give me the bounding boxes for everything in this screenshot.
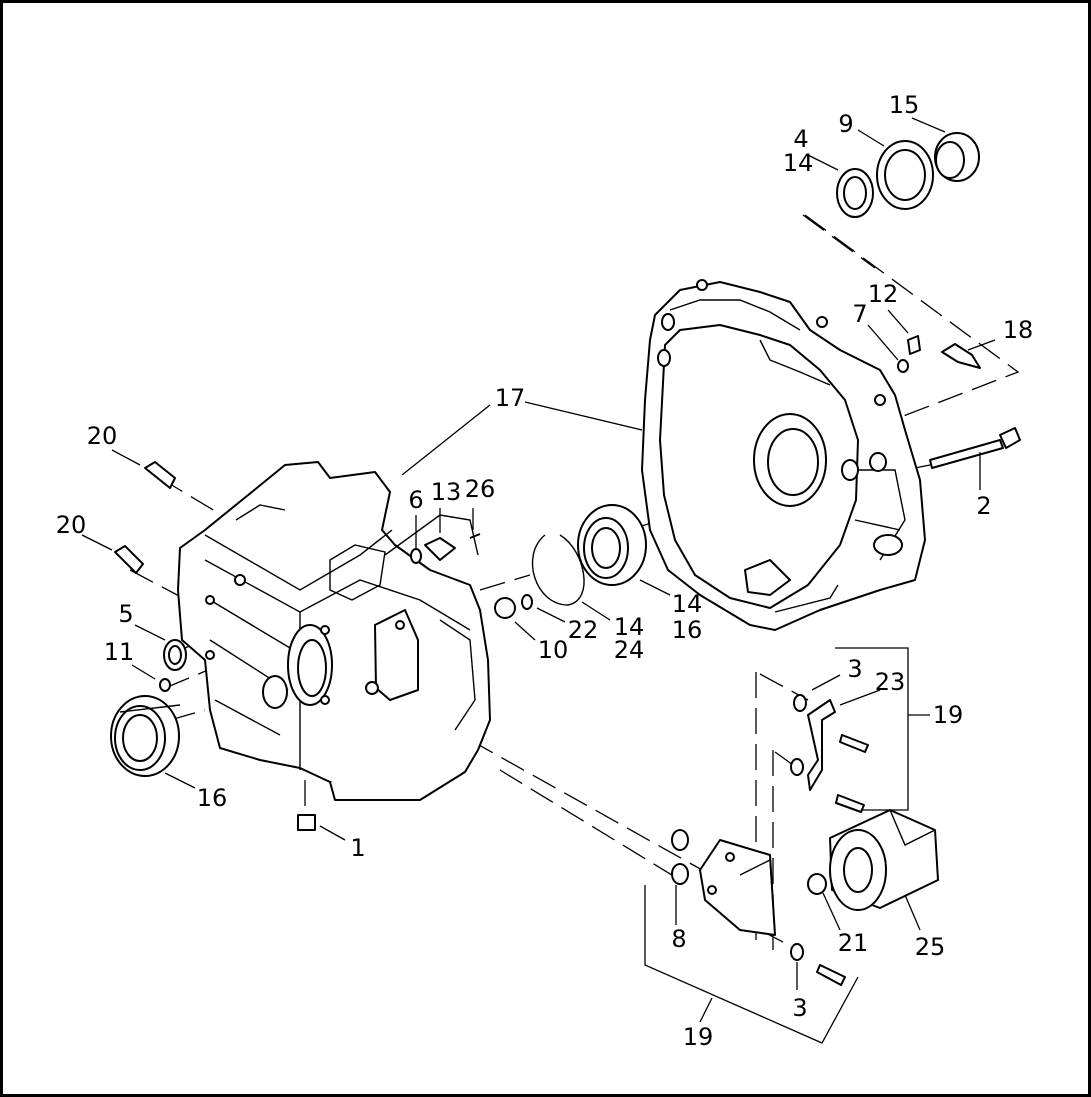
callout-5: 5 (118, 600, 133, 628)
callout-8: 8 (671, 925, 686, 953)
callout-3-lower: 3 (792, 994, 807, 1022)
callout-6: 6 (408, 486, 423, 514)
right-crankcase-half (641, 279, 926, 631)
callout-19-bottom: 19 (683, 1023, 714, 1051)
callout-4: 4 (793, 125, 808, 153)
callout-21: 21 (838, 929, 869, 957)
callout-23: 23 (875, 668, 906, 696)
bearing-left (110, 695, 181, 777)
callout-20-lower: 20 (56, 511, 87, 539)
callout-labels: 20 20 5 11 16 1 17 6 13 26 10 22 14 24 1… (56, 91, 1034, 1051)
callout-16-middle: 16 (672, 616, 703, 644)
left-crankcase-half (177, 461, 491, 801)
callout-18: 18 (1003, 316, 1034, 344)
small-parts (114, 335, 1021, 986)
callout-13: 13 (431, 478, 462, 506)
callout-2: 2 (976, 492, 991, 520)
retaining-ring (531, 534, 585, 606)
leader-lines (81, 117, 996, 1023)
callout-14-ring: 14 (614, 613, 645, 641)
callout-25: 25 (915, 933, 946, 961)
callout-10: 10 (538, 636, 569, 664)
callout-24: 24 (614, 636, 645, 664)
callout-17: 17 (495, 384, 526, 412)
callout-9: 9 (838, 110, 853, 138)
callout-15: 15 (889, 91, 920, 119)
callout-19-right: 19 (933, 701, 964, 729)
callout-20-upper: 20 (87, 422, 118, 450)
callout-3-upper: 3 (847, 655, 862, 683)
callout-12: 12 (868, 280, 899, 308)
callout-14-bearing: 14 (672, 590, 703, 618)
callout-7: 7 (852, 300, 867, 328)
callout-22: 22 (568, 616, 599, 644)
callout-11: 11 (104, 638, 135, 666)
bearing-middle (577, 504, 647, 586)
assembly-bracket-19 (644, 647, 930, 1044)
callout-16-left: 16 (197, 784, 228, 812)
main-bearing-stack (836, 132, 980, 218)
callout-1: 1 (350, 834, 365, 862)
callout-26: 26 (465, 475, 496, 503)
callout-14-seal: 14 (783, 149, 814, 177)
